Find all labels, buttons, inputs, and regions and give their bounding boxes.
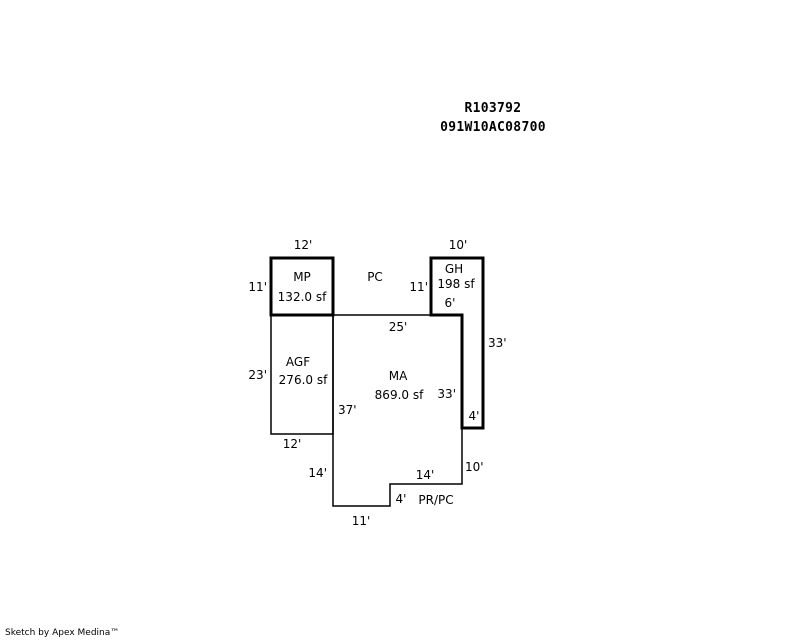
account-number: R103792 [464, 101, 522, 116]
prpc-label: PR/PC [418, 493, 453, 507]
dim-gh-top: 10' [449, 238, 468, 252]
map-tax-lot-number: 091W10AC08700 [440, 120, 546, 135]
mp-area: 132.0 sf [278, 290, 327, 304]
dim-agf-left: 23' [248, 368, 267, 382]
dim-ma-step-side: 4' [396, 492, 407, 506]
dim-mp-top: 12' [294, 238, 313, 252]
gh-outline [429, 256, 485, 430]
gh-area: 198 sf [437, 277, 475, 291]
agf-area: 276.0 sf [279, 373, 328, 387]
ma-code: MA [389, 369, 408, 383]
dim-agf-bottom: 12' [283, 437, 302, 451]
pc-label: PC [367, 270, 383, 284]
dim-ma-right-lower: 10' [465, 460, 484, 474]
sketch-credit: Sketch by Apex Medina™ [5, 628, 120, 638]
dim-gh-inner-bottom: 6' [445, 296, 456, 310]
dim-ma-step-top: 14' [416, 468, 435, 482]
dim-ma-left: 37' [338, 403, 357, 417]
dim-gh-right: 33' [488, 336, 507, 350]
gh-code: GH [445, 262, 463, 276]
dim-mp-left: 11' [248, 280, 267, 294]
dim-ma-top: 25' [389, 320, 408, 334]
dim-gh-left: 11' [409, 280, 428, 294]
dim-ma-bottom: 11' [352, 514, 371, 528]
mp-code: MP [293, 270, 311, 284]
mp-outline [269, 256, 335, 317]
agf-code: AGF [286, 355, 310, 369]
thick-outlines [269, 256, 485, 430]
dim-ma-lower-left: 14' [308, 466, 327, 480]
dim-gh-inner-right: 33' [437, 387, 456, 401]
dim-gh-bottom: 4' [469, 409, 480, 423]
ma-area: 869.0 sf [375, 388, 424, 402]
